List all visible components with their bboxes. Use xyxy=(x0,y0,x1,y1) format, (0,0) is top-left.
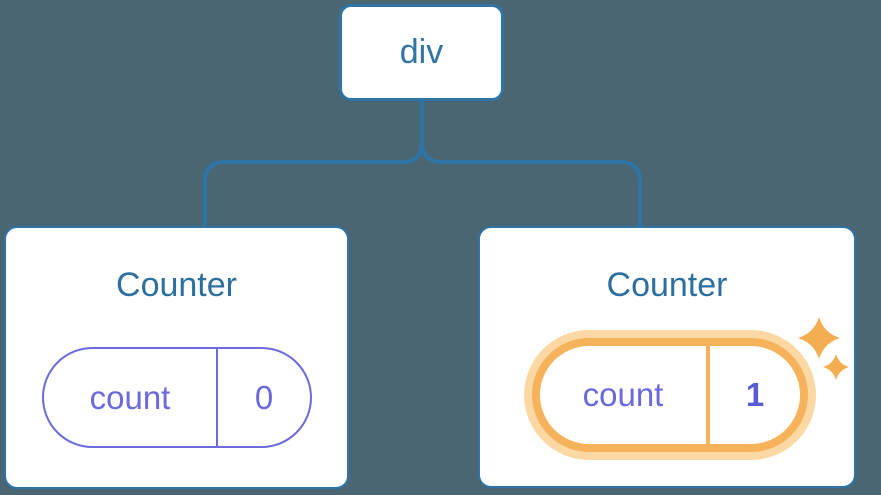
root-node-div: div xyxy=(339,4,504,101)
state-key-label: count xyxy=(582,376,664,413)
state-pill-count-0: count 0 xyxy=(42,347,312,448)
state-pill-count-1-highlighted: count 1 xyxy=(532,338,808,452)
sparkle-small xyxy=(823,354,849,380)
counter-node-right: Counter count 1 xyxy=(478,226,856,488)
counter-title: Counter xyxy=(116,266,237,304)
connector-branch-left xyxy=(203,99,424,228)
root-node-label: div xyxy=(399,33,444,71)
counter-node-left: Counter count 0 xyxy=(4,226,349,489)
state-value: 1 xyxy=(706,346,800,444)
connector-branch-right xyxy=(420,99,642,228)
counter-title: Counter xyxy=(606,266,728,304)
state-value: 0 xyxy=(216,349,310,446)
state-key-label: count xyxy=(89,378,171,416)
sparkle-large xyxy=(798,317,840,359)
sparkles-icon xyxy=(798,317,849,380)
